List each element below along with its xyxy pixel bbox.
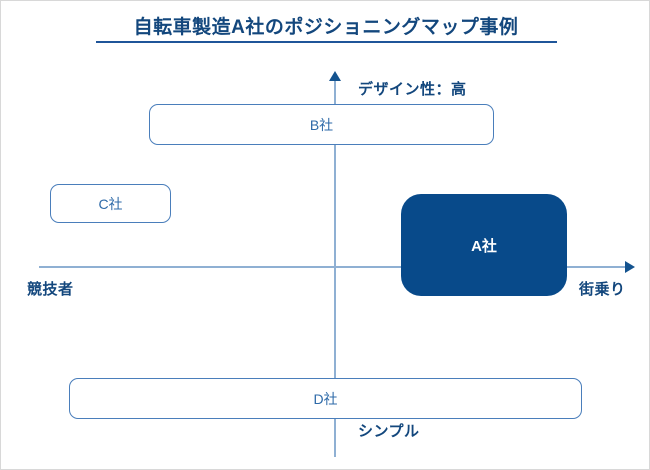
map-item-c[interactable]: C社 [50,184,171,223]
map-item-d[interactable]: D社 [69,378,582,419]
map-item-a[interactable]: A社 [401,194,567,296]
arrow-right-icon [625,261,635,273]
arrow-up-icon [329,71,341,81]
map-item-c-label: C社 [98,195,123,212]
axis-label-top: デザイン性：高 [358,81,467,98]
map-item-b[interactable]: B社 [149,104,494,145]
vertical-axis-line [334,79,336,457]
map-item-a-label: A社 [471,237,497,255]
axis-label-right: 街乗り [579,281,626,298]
map-item-d-label: D社 [313,390,338,407]
axis-label-left: 競技者 [27,281,74,298]
horizontal-axis-line [39,266,631,268]
map-item-b-label: B社 [309,116,334,133]
page-title: 自転車製造A社のポジショニングマップ事例 [133,17,519,38]
title-underline [96,41,557,43]
axis-label-bottom: シンプル [358,423,420,440]
